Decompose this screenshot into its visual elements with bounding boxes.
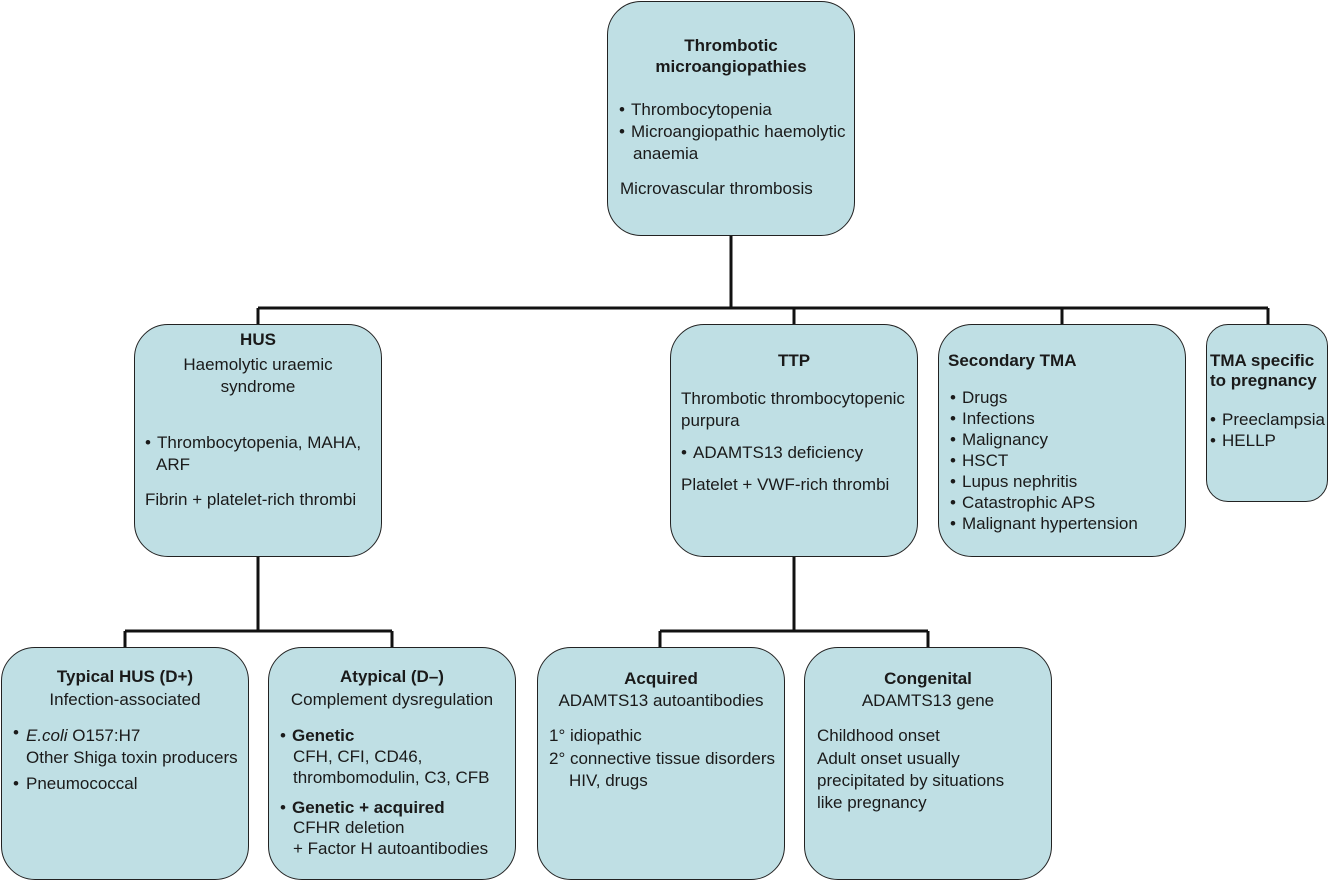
secondary-item-glyph: •: [950, 493, 956, 512]
secondary-item: HSCT: [962, 451, 1009, 470]
ttp-node: TTP Thrombotic thrombocytopenic purpura …: [670, 324, 918, 557]
acquired-subtitle: ADAMTS13 autoantibodies: [558, 691, 764, 710]
atypical-g1-line2: thrombomodulin, C3, CFB: [293, 768, 490, 787]
congenital-title: Congenital: [884, 669, 972, 688]
ttp-title: TTP: [777, 351, 811, 370]
acquired-title: Acquired: [624, 669, 698, 688]
ttp-bullet: ADAMTS13 deficiency: [693, 443, 864, 462]
atypical-g2-glyph: •: [280, 798, 286, 817]
atypical-g1-glyph: •: [280, 726, 286, 745]
ttp-bullet-glyph: •: [681, 443, 687, 462]
atypical-g2-title: Genetic + acquired: [292, 798, 445, 817]
hus-title: HUS: [240, 330, 276, 349]
secondary-item-glyph: •: [950, 430, 956, 449]
pregnancy-tma-node: TMA specific to pregnancy • Preeclampsia…: [1206, 324, 1328, 502]
atypical-g2-line1: CFHR deletion: [293, 818, 405, 837]
hus-bullet-line2: ARF: [156, 455, 190, 474]
atypical-subtitle: Complement dysregulation: [290, 690, 494, 709]
secondary-tma-node: Secondary TMA • Drugs • Infections • Mal…: [938, 324, 1186, 557]
typical-bullet1-glyph: •: [13, 723, 19, 742]
pregnancy-item: Preeclampsia: [1222, 410, 1325, 429]
ttp-note: Platelet + VWF-rich thrombi: [681, 475, 890, 494]
root-bullet2-line1: Microangiopathic haemolytic: [631, 122, 846, 141]
ttp-subtitle-line1: Thrombotic thrombocytopenic: [681, 389, 905, 408]
typical-bullet2-glyph: •: [13, 774, 19, 793]
atypical-title: Atypical (D–): [340, 667, 444, 686]
pregnancy-title-line2: to pregnancy: [1210, 371, 1317, 390]
pregnancy-item-glyph: •: [1210, 410, 1216, 429]
root-node: Thrombotic microangiopathies • Thrombocy…: [607, 1, 855, 236]
pregnancy-item-glyph: •: [1210, 431, 1216, 450]
typical-bullet2: Pneumococcal: [26, 774, 138, 793]
typical-bullet1-line2: Other Shiga toxin producers: [26, 748, 238, 767]
acquired-line1: 1° idiopathic: [549, 726, 642, 745]
atypical-g1-title: Genetic: [292, 726, 355, 745]
typical-title: Typical HUS (D+): [56, 667, 194, 686]
hus-bullet-glyph: •: [145, 433, 151, 452]
typical-bullet1-rest: O157:H7: [67, 726, 141, 745]
acquired-line2: 2° connective tissue disorders: [549, 749, 776, 768]
congenital-line2: Adult onset usually: [817, 749, 960, 768]
root-title-line2: microangiopathies: [655, 57, 807, 76]
hus-node: HUS Haemolytic uraemic syndrome • Thromb…: [134, 324, 382, 557]
hus-bullet-line1: Thrombocytopenia, MAHA,: [157, 433, 362, 452]
ttp-subtitle-line2: purpura: [681, 411, 740, 430]
typical-bullet1-line1: E.coli O157:H7: [26, 725, 140, 747]
acquired-line3: HIV, drugs: [569, 771, 648, 790]
typical-bullet1-italic: E.coli: [26, 726, 68, 745]
secondary-title: Secondary TMA: [948, 351, 1077, 370]
secondary-item-glyph: •: [950, 388, 956, 407]
secondary-item-glyph: •: [950, 472, 956, 491]
root-bullet1-glyph: •: [619, 100, 625, 119]
atypical-hus-node: Atypical (D–) Complement dysregulation •…: [268, 647, 516, 880]
atypical-g2-line2: + Factor H autoantibodies: [293, 839, 489, 858]
hus-subtitle-line2: syndrome: [220, 377, 296, 396]
secondary-item: Malignant hypertension: [962, 514, 1138, 533]
typical-subtitle: Infection-associated: [49, 690, 201, 709]
hus-subtitle-line1: Haemolytic uraemic: [183, 355, 333, 374]
hus-note: Fibrin + platelet-rich thrombi: [145, 490, 357, 509]
secondary-item-glyph: •: [950, 409, 956, 428]
root-bullet1: Thrombocytopenia: [631, 100, 772, 119]
root-bullet2-glyph: •: [619, 122, 625, 141]
pregnancy-item: HELLP: [1222, 431, 1276, 450]
secondary-item: Malignancy: [962, 430, 1048, 449]
congenital-ttp-node: Congenital ADAMTS13 gene Childhood onset…: [804, 647, 1052, 880]
acquired-ttp-node: Acquired ADAMTS13 autoantibodies 1° idio…: [537, 647, 785, 880]
root-bullet2-line2: anaemia: [633, 144, 699, 163]
congenital-line1: Childhood onset: [817, 726, 940, 745]
secondary-item: Catastrophic APS: [962, 493, 1096, 512]
pregnancy-title-line1: TMA specific: [1210, 351, 1315, 370]
secondary-item: Drugs: [962, 388, 1008, 407]
congenital-line4: like pregnancy: [817, 793, 927, 812]
secondary-item: Infections: [962, 409, 1035, 428]
secondary-item-glyph: •: [950, 451, 956, 470]
atypical-g1-line1: CFH, CFI, CD46,: [293, 747, 423, 766]
congenital-line3: precipitated by situations: [817, 771, 1005, 790]
secondary-item: Lupus nephritis: [962, 472, 1078, 491]
root-note: Microvascular thrombosis: [620, 179, 813, 198]
secondary-item-glyph: •: [950, 514, 956, 533]
congenital-subtitle: ADAMTS13 gene: [861, 691, 995, 710]
root-title-line1: Thrombotic: [684, 36, 778, 55]
typical-hus-node: Typical HUS (D+) Infection-associated • …: [1, 647, 249, 880]
